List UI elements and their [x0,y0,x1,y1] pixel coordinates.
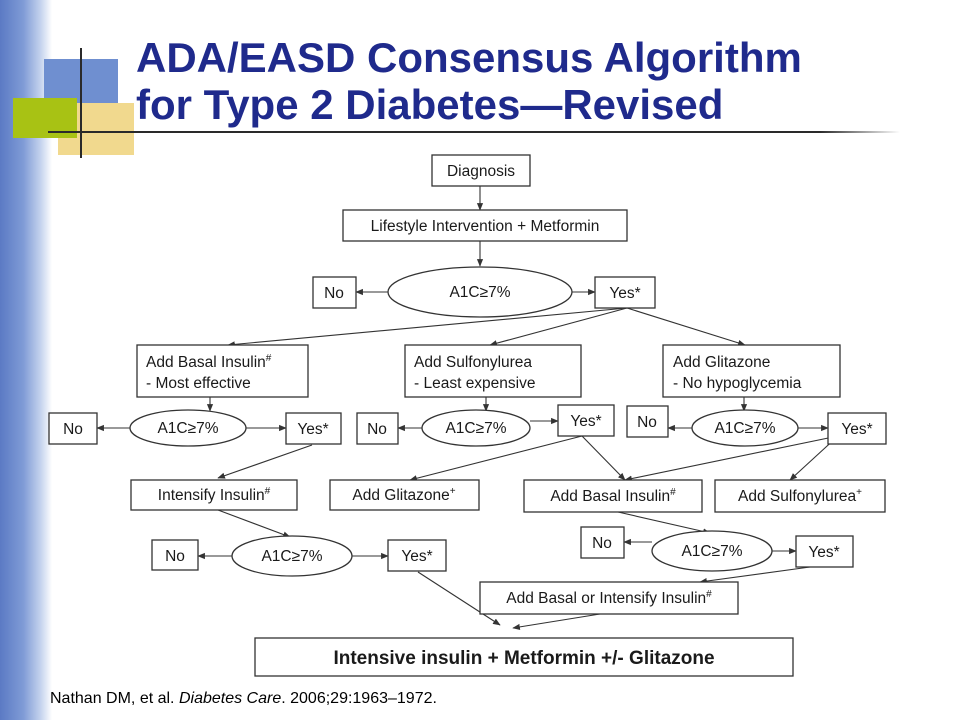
yes-label-2-right: Yes* [841,421,872,438]
a1c-decision-3-right-label: A1C≥7% [681,543,742,560]
yes-box-1 [594,276,656,309]
lifestyle-metformin-box [342,209,628,242]
no-label-2-left: No [63,421,83,438]
title-line-2: for Type 2 Diabetes—Revised [136,81,724,128]
no-box-2-middle [356,412,399,445]
final-therapy-label: Intensive insulin + Metformin +/- Glitaz… [333,648,714,669]
citation-details: . 2006;29:1963–1972. [281,690,437,707]
no-box-3-left [151,539,199,571]
page-title: ADA/EASD Consensus Algorithm for Type 2 … [136,34,936,128]
yes-box-2-left [285,412,342,445]
a1c-decision-3-right [651,530,773,572]
no-label-3-left: No [165,548,185,565]
basal-or-intensify-label: Add Basal or Intensify Insulin# [506,589,712,607]
add-sulfonylurea-label: Add Sulfonylurea+ [738,487,862,505]
sulfonylurea-option-note: - Least expensive [414,375,536,392]
yes-label-3-left: Yes* [401,548,432,565]
yes-label-1: Yes* [609,285,640,302]
add-basal-insulin-box [523,479,703,513]
basal-insulin-option-box [136,344,309,398]
a1c-decision-2-middle-label: A1C≥7% [445,420,506,437]
yes-box-3-right [795,535,854,568]
yes-label-2-middle: Yes* [570,413,601,430]
no-box-2-right [626,405,669,438]
no-box-3-right [580,526,625,559]
diagnosis-label: Diagnosis [447,163,515,180]
no-label-2-right: No [637,414,657,431]
glitazone-option-note: - No hypoglycemia [673,375,802,392]
diagnosis-box [431,154,531,187]
basal-or-intensify-box [479,581,739,615]
glitazone-option-title: Add Glitazone [673,354,770,371]
add-glitazone-label: Add Glitazone+ [352,486,455,504]
yes-box-2-right [827,412,887,445]
title-underline [48,131,868,133]
basal-insulin-option-title: Add Basal Insulin# [146,353,272,371]
title-underline-fade [820,131,900,133]
a1c-decision-2-right-label: A1C≥7% [714,420,775,437]
a1c-decision-2-left-label: A1C≥7% [157,420,218,437]
title-line-1: ADA/EASD Consensus Algorithm [136,34,802,81]
a1c-decision-2-right [691,409,799,447]
a1c-decision-1 [387,266,573,318]
decor-vertical-line [80,48,82,158]
no-box-2-left [48,412,98,445]
a1c-decision-2-middle [421,409,531,447]
citation: Nathan DM, et al. Diabetes Care. 2006;29… [50,690,437,708]
a1c-decision-1-label: A1C≥7% [449,284,510,301]
yes-box-2-middle [557,404,615,437]
lifestyle-metformin-label: Lifestyle Intervention + Metformin [371,218,600,235]
a1c-decision-3-left [231,535,353,577]
citation-authors: Nathan DM, et al. [50,690,179,707]
a1c-decision-3-left-label: A1C≥7% [261,548,322,565]
intensify-insulin-label: Intensify Insulin# [158,486,271,504]
a1c-decision-2-left [129,409,247,447]
add-glitazone-box [329,479,480,511]
no-label-2-middle: No [367,421,387,438]
add-sulfonylurea-box [714,479,886,513]
no-box-1 [312,276,357,309]
glitazone-option-box [662,344,841,398]
yes-label-2-left: Yes* [297,421,328,438]
basal-insulin-option-note: - Most effective [146,375,251,392]
sulfonylurea-option-box [404,344,582,398]
sulfonylurea-option-title: Add Sulfonylurea [414,354,532,371]
no-label-1: No [324,285,344,302]
add-basal-insulin-label: Add Basal Insulin# [550,487,676,505]
no-label-3-right: No [592,535,612,552]
final-therapy-box [254,637,794,677]
yes-label-3-right: Yes* [808,544,839,561]
intensify-insulin-box [130,479,298,511]
citation-journal: Diabetes Care [178,690,282,707]
yes-box-3-left [387,539,447,572]
connector-lines [96,186,839,630]
